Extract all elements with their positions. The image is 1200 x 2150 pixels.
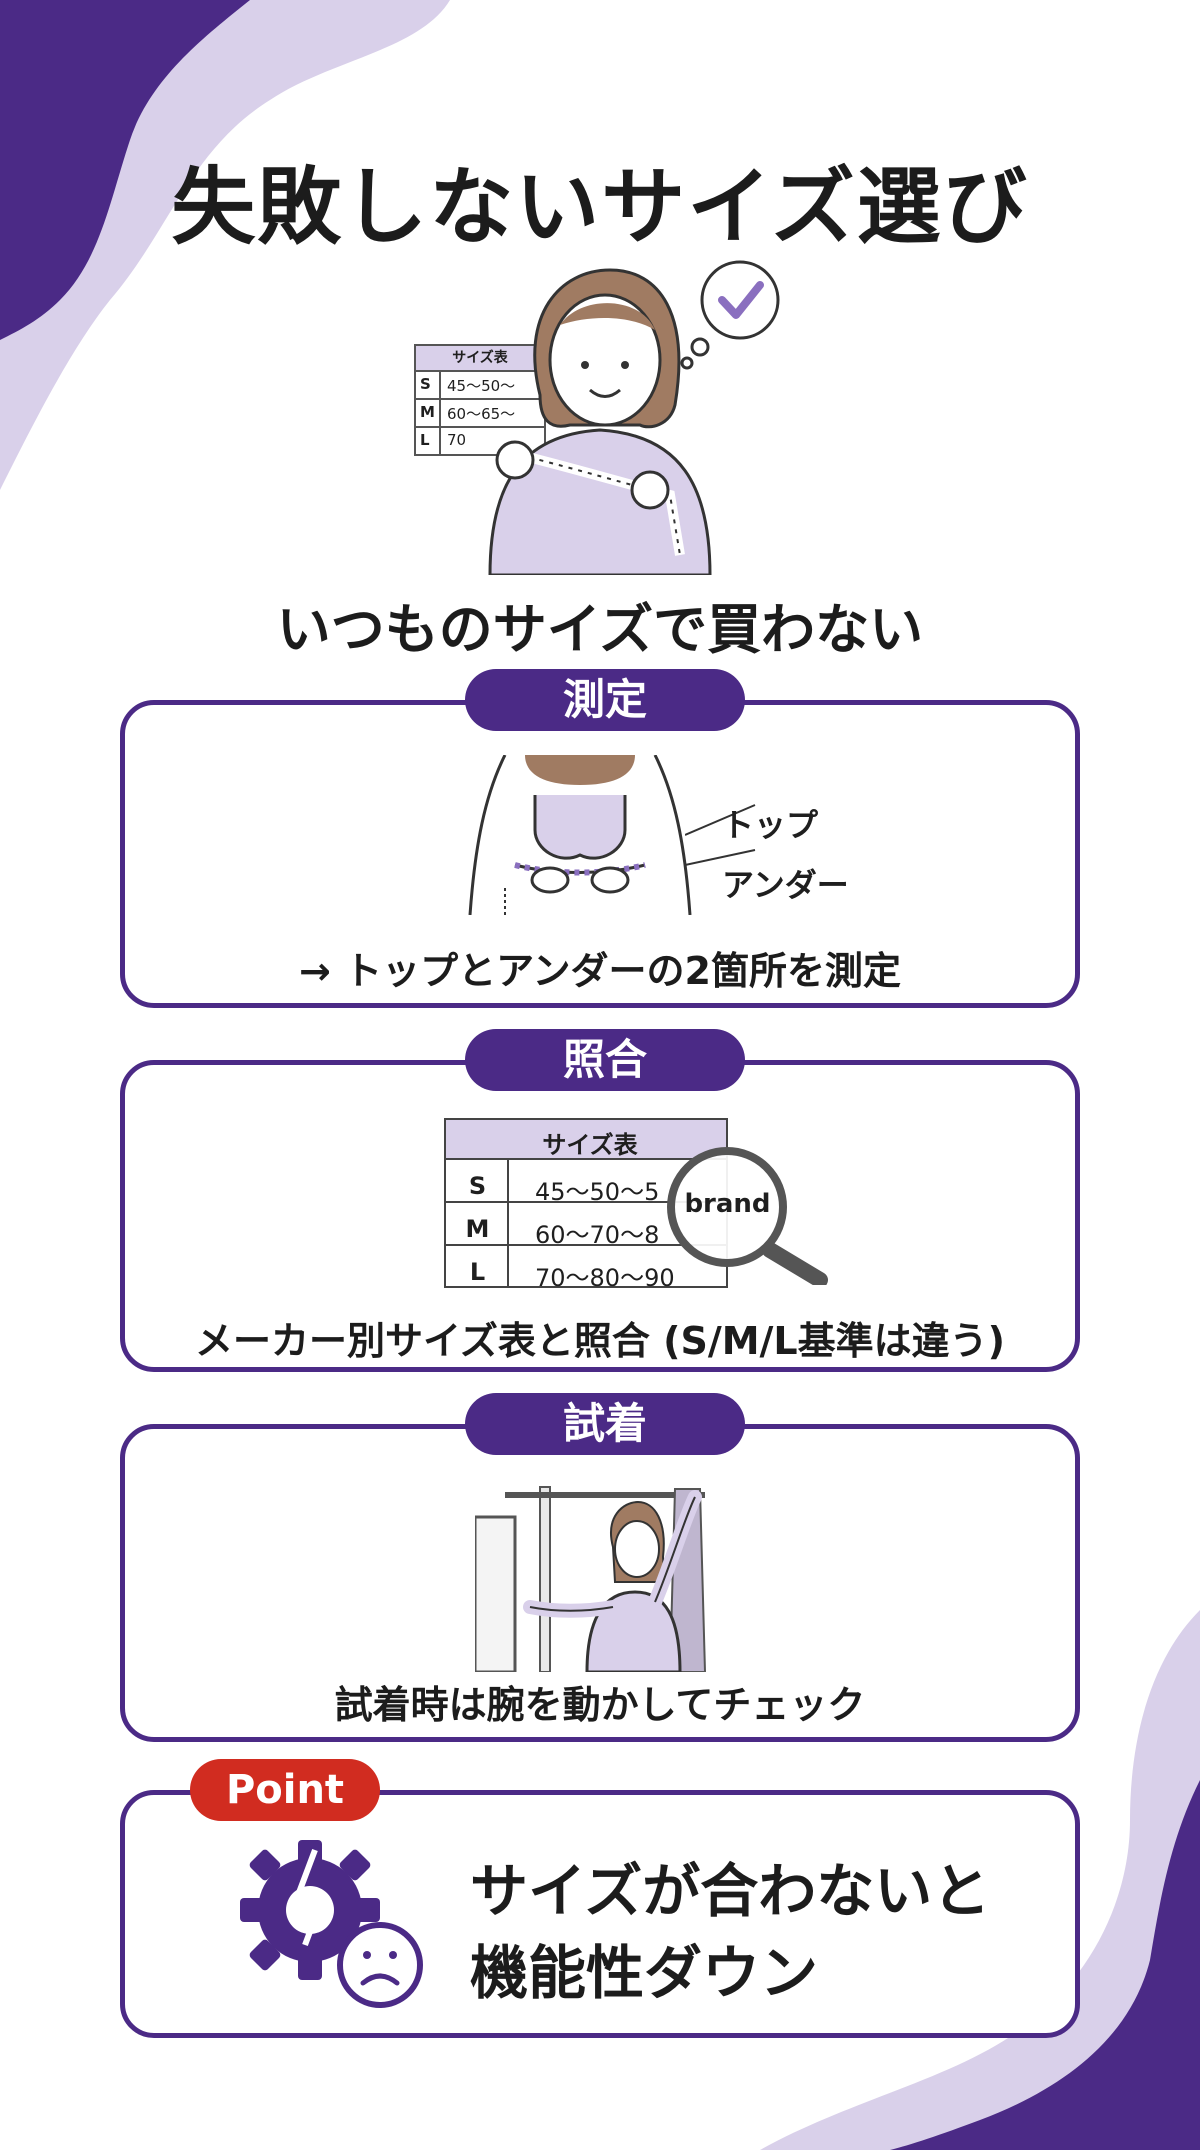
measure-bust-illustration <box>468 755 692 915</box>
size-table-header: サイズ表 <box>542 1131 638 1159</box>
annotation-top: トップ <box>722 806 819 844</box>
fitting-room-illustration <box>475 1486 707 1672</box>
point-message: サイズが合わないと 機能性ダウン <box>470 1850 990 2014</box>
point-line-1: サイズが合わないと <box>470 1857 991 1925</box>
step-tryon-card: 試着 試着時は腕を動かしてチェック <box>120 1393 1080 1742</box>
point-line-2: 機能性ダウン <box>470 1939 819 2007</box>
woman-measuring-illustration <box>414 260 780 577</box>
measure-pointer-lines <box>685 804 756 866</box>
page-title: 失敗しないサイズ選び <box>171 158 1029 256</box>
size-table-value-s: 45〜50〜5 <box>535 1178 660 1206</box>
step-tryon-label: 試着 <box>465 1393 745 1455</box>
magnifier-icon <box>667 1147 828 1285</box>
step-tryon-caption: 試着時は腕を動かしてチェック <box>334 1683 866 1727</box>
subtitle: いつものサイズで買わない <box>276 598 924 661</box>
size-table-value-l: 70〜80〜90 <box>535 1264 675 1292</box>
hero-size-s: S <box>420 375 431 393</box>
step-measure-label: 測定 <box>465 669 745 731</box>
hero-value-s: 45〜50〜 <box>447 377 516 395</box>
broken-gear-sad-face-icon <box>240 1840 423 2008</box>
hero-value-m: 60〜65〜 <box>447 405 516 423</box>
size-table-size-m: M <box>465 1215 490 1243</box>
corner-decoration-top-left <box>0 0 450 490</box>
annotation-under: アンダー <box>722 866 849 904</box>
step-measure-card: 測定 トップ アンダー → トップとアンダーの2箇所を測定 <box>120 669 1080 1008</box>
corner-decoration-bottom-right <box>760 1610 1200 2150</box>
point-card: Point サイズが合わないと 機能性ダウン <box>120 1759 1080 2038</box>
hero-value-l: 70 <box>447 431 467 449</box>
size-table-value-m: 60〜70〜8 <box>535 1221 660 1249</box>
step-measure-caption: → トップとアンダーの2箇所を測定 <box>299 949 901 993</box>
step-compare-caption: メーカー別サイズ表と照合 (S/M/L基準は違う) <box>195 1319 1005 1363</box>
hero-illustration: サイズ表 S 45〜50〜 M 60〜65〜 L 70 <box>400 255 800 579</box>
step-compare-label: 照合 <box>465 1029 745 1091</box>
step-compare-card: 照合 サイズ表 S 45〜50〜5 M 60〜70〜8 L 70〜80〜90 b… <box>120 1029 1080 1372</box>
hero-size-l: L <box>420 431 430 449</box>
hero-size-table-header: サイズ表 <box>452 350 508 366</box>
magnifier-brand-text: brand <box>684 1189 771 1219</box>
point-badge: Point <box>190 1759 380 1821</box>
size-table-size-l: L <box>469 1258 486 1286</box>
size-table-size-s: S <box>468 1172 487 1200</box>
hero-size-m: M <box>420 403 435 421</box>
size-table-graphic <box>444 1118 728 1288</box>
